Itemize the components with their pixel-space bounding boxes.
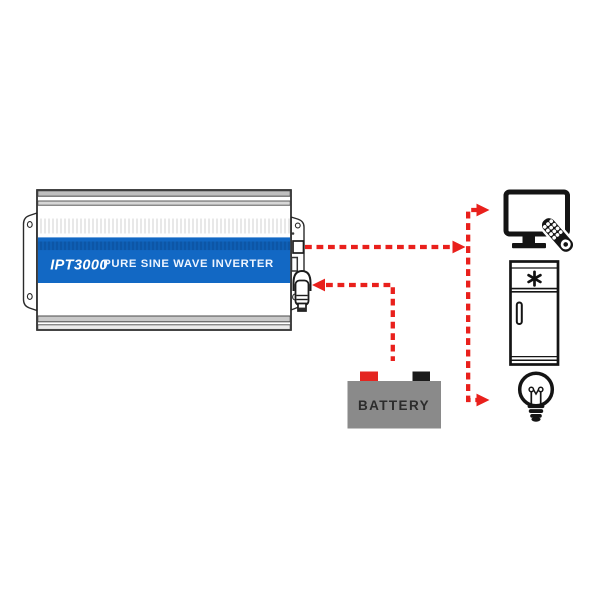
screw-hole-icon	[26, 293, 33, 300]
bulb-glass	[517, 371, 555, 408]
screw-hole-icon	[26, 221, 33, 228]
arrow-line-junction-trunk	[466, 207, 478, 403]
chassis-bottom-strip-2	[37, 324, 291, 330]
remote-buttons	[542, 219, 563, 240]
plug-tip-band	[298, 307, 306, 311]
battery-body	[347, 381, 441, 429]
tv-stand-base	[512, 243, 546, 249]
inverter-name-text: PURE SINE WAVE INVERTER	[103, 258, 274, 270]
dc-input-plug	[292, 269, 312, 312]
remote-power-button-center	[563, 242, 569, 247]
battery: BATTERY	[347, 371, 441, 429]
ac-output-port	[292, 240, 305, 254]
battery-label-text: BATTERY	[358, 398, 430, 413]
chassis-bottom-strip	[37, 315, 291, 323]
chassis-top-strip-2	[37, 200, 291, 206]
inverter-model-text: IPT3000	[50, 258, 108, 274]
bulb-screw-base	[527, 404, 545, 422]
arrowhead-to-tv	[476, 203, 490, 217]
plug-tip	[297, 302, 307, 312]
plug-body	[294, 279, 310, 306]
battery-negative-terminal	[412, 371, 430, 382]
arrow-line-battery-to-dc-input	[326, 282, 395, 361]
arrowhead-to-dc-input	[312, 278, 325, 292]
chassis-top-strip	[37, 190, 291, 197]
heatsink-fins	[38, 218, 290, 234]
side-slot	[290, 256, 299, 272]
battery-positive-terminal	[360, 371, 378, 382]
label-band-fin-shadow	[37, 241, 291, 251]
freezer-star-icon	[527, 270, 542, 287]
tv-with-remote-icon	[503, 189, 576, 255]
arrowhead-to-bulb	[476, 393, 490, 407]
light-bulb-icon	[517, 371, 555, 422]
screw-hole-icon	[294, 222, 301, 229]
screw-dot-icon	[291, 232, 295, 235]
remote-control-icon	[539, 215, 576, 255]
arrowhead-to-junction	[452, 240, 466, 254]
connection-arrows	[305, 203, 490, 407]
fridge-door-handle	[515, 301, 523, 325]
tv-stand-neck	[522, 236, 535, 244]
inverter-left-flange	[22, 212, 38, 312]
refrigerator-icon	[509, 260, 560, 366]
bulb-filament	[528, 386, 544, 404]
inverter: IPT3000 PURE SINE WAVE INVERTER	[22, 189, 312, 331]
